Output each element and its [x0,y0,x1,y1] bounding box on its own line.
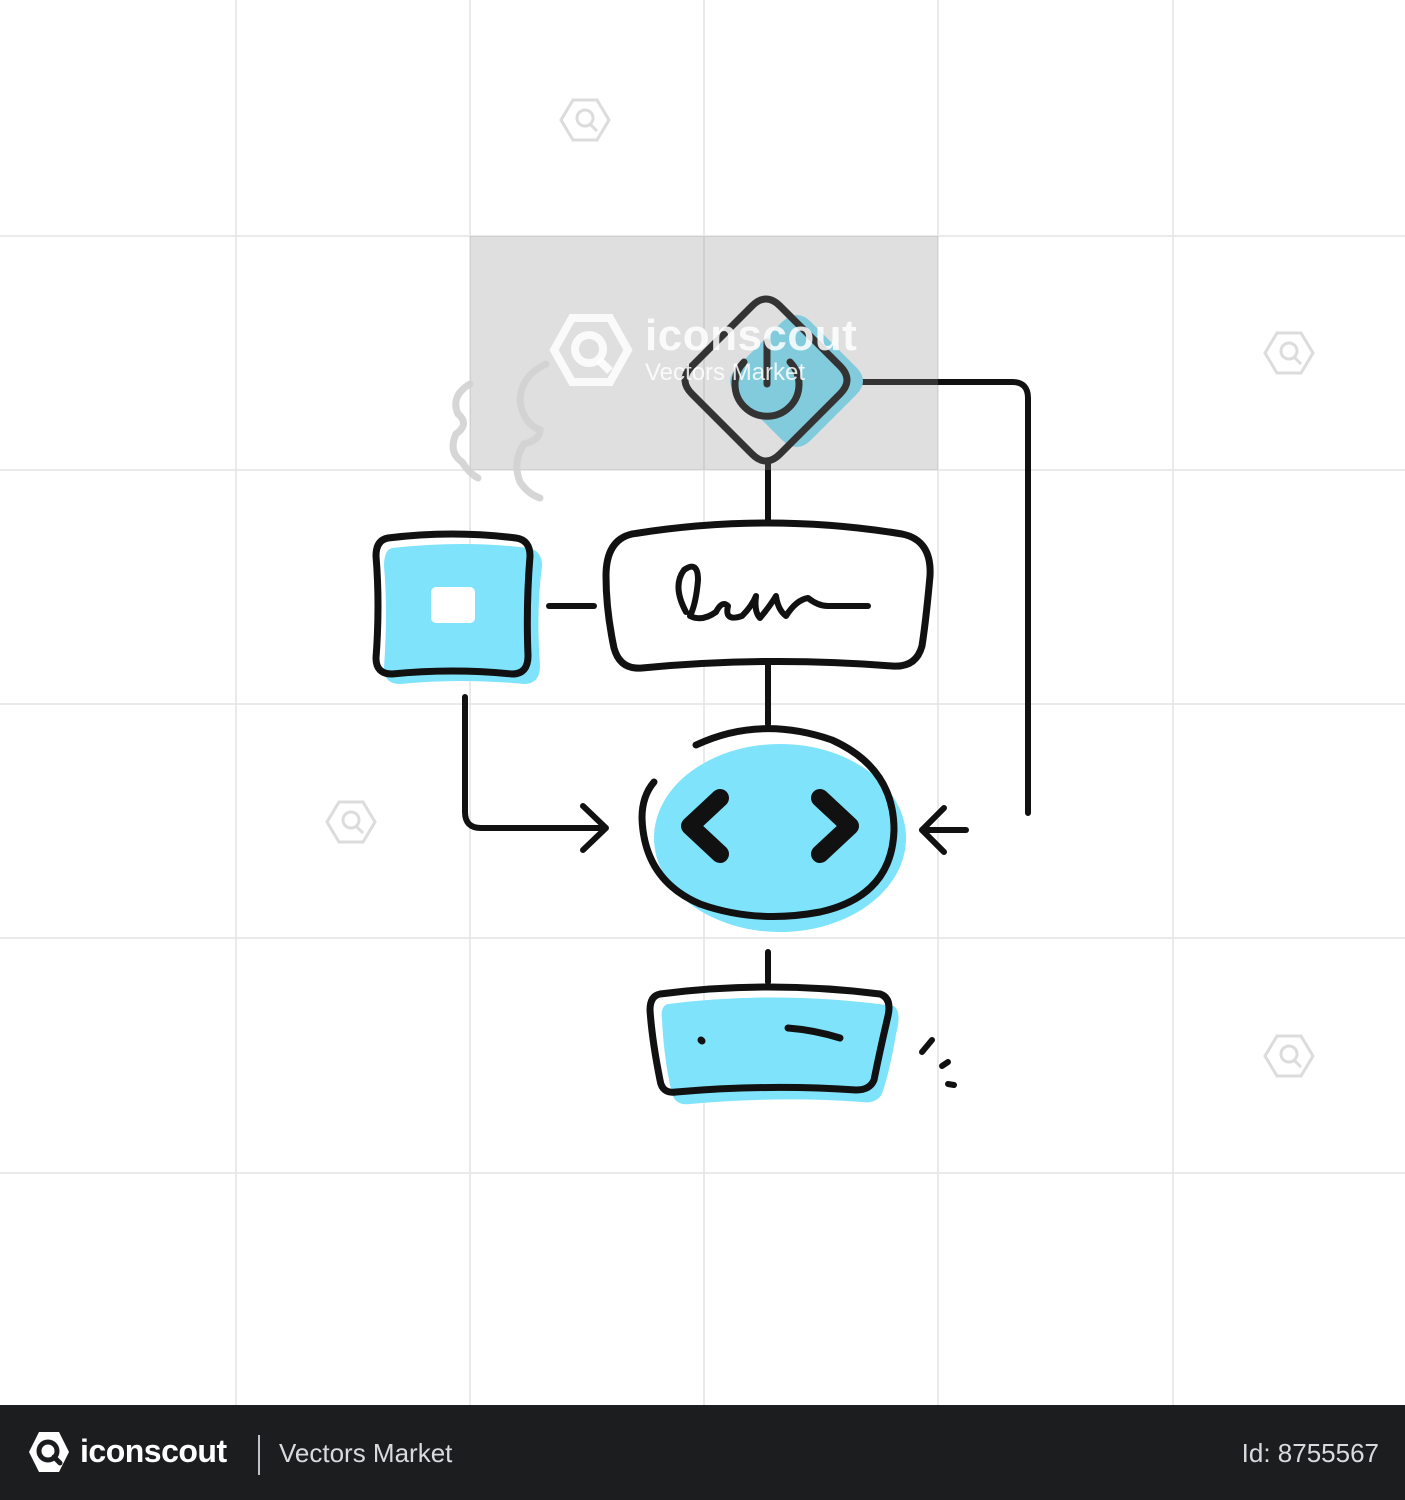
watermark-badge-icon [325,800,377,844]
watermark-badge-icon [1263,1034,1315,1078]
asset-id: Id: 8755567 [1241,1438,1379,1468]
iconscout-logo-icon [29,1432,69,1472]
background-grid [0,0,1405,1405]
watermark-badge-icon [559,98,611,142]
footer-divider [258,1435,260,1475]
signature-node [602,519,934,672]
flowchart-illustration [0,0,1405,1405]
stop-icon [431,587,475,623]
progress-node [646,983,957,1105]
power-node [681,295,863,465]
illustration-canvas: iconscout Vectors Market [0,0,1405,1405]
power-icon [731,338,803,420]
code-brackets-icon [681,789,859,863]
iconscout-logo-icon [549,314,633,386]
sparkle-marks [919,1037,957,1088]
signature-icon [675,563,871,622]
progress-bar-icon [697,1024,844,1045]
footer-bar: iconscout Vectors Market Id: 8755567 [0,1405,1405,1500]
footer-author[interactable]: Vectors Market [279,1438,453,1468]
watermark-overlay [449,236,938,502]
connector-lines [462,379,1031,985]
stop-node [372,530,542,684]
watermark-badge-icon [1263,331,1315,375]
code-node [638,725,906,932]
footer-brand[interactable]: iconscout [80,1433,227,1469]
